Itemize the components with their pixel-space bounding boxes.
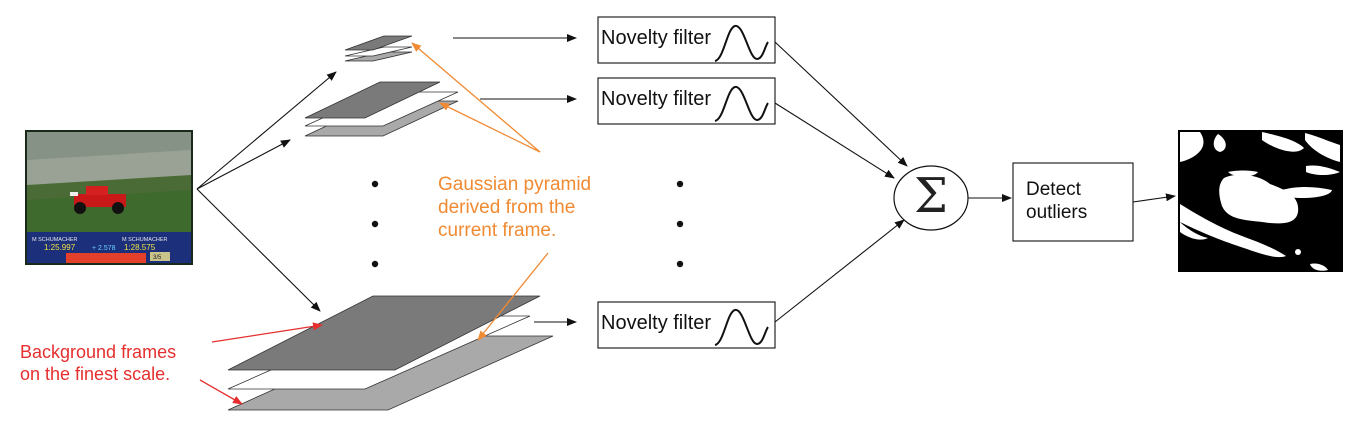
novelty-filter-2-label: Novelty filter — [601, 88, 712, 110]
race-car-image — [70, 186, 126, 214]
overlay-badge: 3/5 — [153, 255, 162, 261]
background-annotation-arrows — [199, 322, 323, 405]
arrow-annotation-to-small-pyramid — [411, 42, 541, 153]
pyramid-ellipsis — [371, 180, 379, 268]
novelty-filter-3-label: Novelty filter — [601, 312, 712, 334]
arrow-annotation-to-large-pyramid — [477, 252, 549, 341]
arrow-annotation-to-background-top — [211, 322, 323, 343]
novelty-filter-3 — [597, 301, 776, 349]
novelty-filter-2 — [597, 77, 776, 125]
wave-icon — [714, 25, 769, 62]
novelty-filter-1-label: Novelty filter — [601, 27, 712, 49]
driver-name-left: M SCHUMACHER — [32, 237, 78, 243]
wave-icon — [714, 309, 769, 346]
arrow-frame-to-pyramid-3 — [196, 188, 321, 312]
output-outlier-mask — [1178, 130, 1343, 272]
overlay-red-bar — [66, 253, 146, 263]
detect-outliers-label: Detect outliers — [1026, 179, 1088, 224]
sum-symbol: Σ — [914, 168, 948, 224]
pyramid-annotation-label: Gaussian pyramid derived from the curren… — [438, 174, 592, 241]
arrow-filter-3-to-sum — [774, 219, 905, 323]
lap-time-left: 1:25.997 — [44, 243, 76, 252]
pyramid-annotation-arrows — [411, 42, 549, 341]
novelty-filter-1 — [597, 16, 776, 64]
arrow-filter-2-to-sum — [774, 102, 895, 179]
filter-to-sum-arrows — [774, 41, 908, 323]
wave-icon — [714, 86, 769, 122]
arrow-frame-to-pyramid-1 — [196, 71, 337, 190]
pyramid-to-filter-arrows — [453, 34, 577, 326]
pyramid-large-top-layer — [227, 295, 541, 371]
detect-outliers-box — [1012, 162, 1134, 242]
pyramid-medium-top-layer — [304, 81, 441, 119]
arrow-annotation-to-medium-pyramid — [439, 102, 541, 153]
arrow-annotation-to-background-bottom — [199, 379, 243, 405]
arrow-frame-to-pyramid-2 — [196, 139, 291, 190]
arrow-detect-to-output — [1132, 193, 1176, 203]
lap-time-right: 1:28.575 — [124, 243, 156, 252]
pyramid-level-small — [344, 35, 413, 62]
pyramid-level-medium — [304, 81, 459, 137]
lap-time-delta: + 2.578 — [92, 245, 116, 252]
driver-name-right: M SCHUMACHER — [122, 237, 168, 243]
input-video-frame: M SCHUMACHER M SCHUMACHER 1:25.997 + 2.5… — [25, 130, 193, 265]
pyramid-level-large — [227, 295, 554, 411]
background-annotation-label: Background frames on the finest scale. — [20, 342, 177, 384]
filter-ellipsis — [676, 180, 684, 268]
pyramid-small-top-layer — [344, 35, 413, 51]
arrow-filter-1-to-sum — [774, 41, 908, 167]
frame-to-pyramid-arrows — [196, 71, 337, 312]
